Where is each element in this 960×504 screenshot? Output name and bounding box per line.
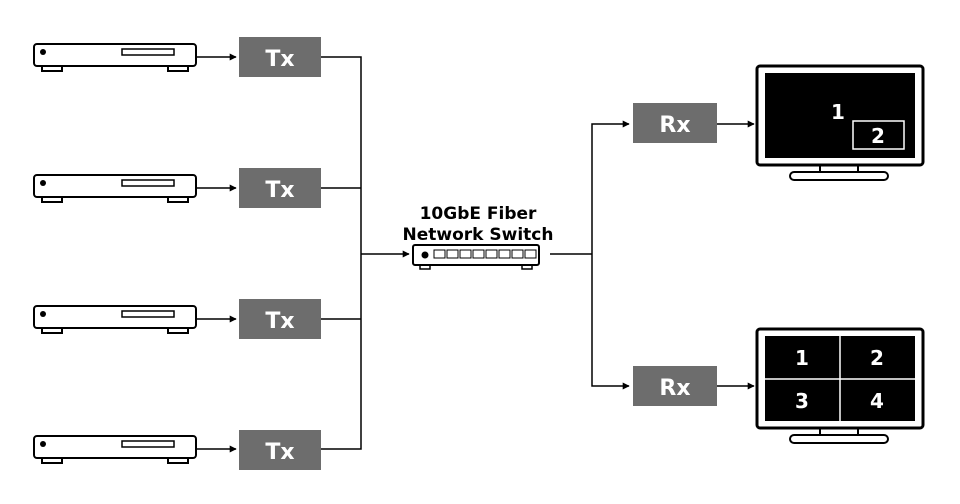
display-quad: 1 2 3 4 [755,327,925,444]
tx-box-2: Tx [239,168,321,208]
switch-label-line1: 10GbE Fiber [420,204,537,224]
display-quad-label-2: 2 [870,346,884,370]
source-device-3 [33,305,197,334]
network-switch [412,244,540,270]
switch-ports [433,249,537,259]
rx-box-2: Rx [633,366,717,406]
display-pip-window-label: 2 [871,124,885,148]
display-pip-main-label: 1 [831,100,845,124]
tx-box-1: Tx [239,37,321,77]
tx-bus [321,56,410,450]
rx-label-2: Rx [659,376,690,401]
switch-power-led [421,251,429,259]
tx-box-4: Tx [239,430,321,470]
display-quad-label-3: 3 [795,389,809,413]
display-pip-window [852,120,905,150]
arrow-to-rx-1 [591,120,630,254]
tx-label-3: Tx [265,309,294,334]
rx-box-1: Rx [633,103,717,143]
switch-label-line2: Network Switch [403,225,554,245]
source-device-4 [33,435,197,464]
tx-box-3: Tx [239,299,321,339]
tx-label-1: Tx [265,47,294,72]
display-quad-label-4: 4 [870,389,884,413]
tx-label-4: Tx [265,440,294,465]
arrow-to-rx-2 [591,254,630,390]
rx-to-display-arrows [717,120,755,390]
source-device-1 [33,43,197,72]
rx-label-1: Rx [659,113,690,138]
display-pip-stand [789,171,889,181]
display-pip: 1 2 [755,64,925,181]
display-quad-stand [789,434,889,444]
tx-label-2: Tx [265,178,294,203]
rx-bus [550,120,630,390]
display-quad-label-1: 1 [795,346,809,370]
source-device-2 [33,174,197,203]
source-to-tx-arrows [196,53,237,453]
